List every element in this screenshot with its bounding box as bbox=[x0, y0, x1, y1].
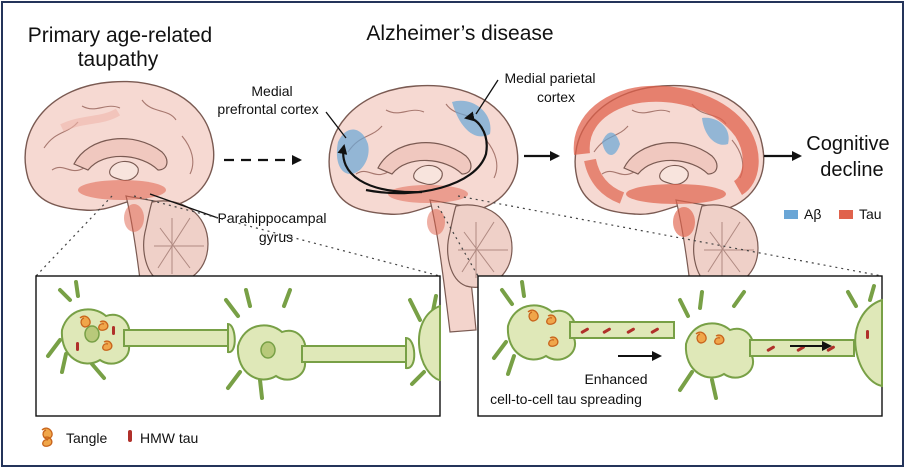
tau-region bbox=[388, 185, 468, 203]
cognitive-decline-line2: decline bbox=[820, 159, 883, 181]
legend-hmw-tau: HMW tau bbox=[140, 430, 198, 446]
label-spreading-line2: cell-to-cell tau spreading bbox=[490, 391, 642, 407]
zoom-line-left-a bbox=[35, 195, 113, 277]
label-parahippocampal-line1: Parahippocampal bbox=[218, 210, 327, 226]
abeta-region-prefrontal bbox=[602, 132, 620, 155]
tau-region bbox=[78, 180, 166, 200]
hmw-tau-legend-icon bbox=[128, 430, 132, 442]
label-spreading-line1: Enhanced bbox=[584, 371, 647, 387]
label-medial-prefrontal-line1: Medial bbox=[251, 83, 292, 99]
brain-part bbox=[24, 80, 215, 329]
spread-arrow-parietal bbox=[365, 111, 488, 195]
label-medial-parietal-line1: Medial parietal bbox=[504, 70, 595, 86]
cognitive-decline-line1: Cognitive bbox=[806, 133, 889, 155]
neuron-with-tangle bbox=[46, 280, 236, 380]
middle-title: Alzheimer’s disease bbox=[366, 22, 553, 45]
tau-region-cortex bbox=[573, 85, 759, 195]
label-parahippocampal-line2: gyrus bbox=[259, 229, 293, 245]
leader-line-parahippocampal bbox=[149, 193, 219, 219]
axon bbox=[123, 329, 229, 347]
tau-swatch bbox=[839, 210, 853, 219]
abeta-swatch bbox=[784, 210, 798, 219]
spread-arrow-prefrontal bbox=[337, 144, 423, 194]
left-title-line1: Primary age-related bbox=[28, 24, 212, 47]
tangle bbox=[79, 315, 113, 351]
tau-region-hippocampus bbox=[124, 204, 144, 232]
legend-tangle: Tangle bbox=[66, 430, 107, 446]
label-medial-parietal-line2: cortex bbox=[537, 89, 575, 105]
neuron-spreading-source bbox=[492, 280, 675, 376]
leader-line-parietal bbox=[475, 79, 499, 115]
tangle-legend-icon bbox=[41, 427, 53, 447]
brain-ad bbox=[328, 84, 519, 333]
axon bbox=[301, 345, 407, 363]
legend-abeta: Aβ bbox=[804, 206, 821, 222]
legend-tau: Tau bbox=[859, 206, 882, 222]
neuron-partial bbox=[408, 294, 441, 386]
abeta-region-parietal bbox=[702, 117, 729, 145]
left-title-line2: taupathy bbox=[78, 48, 159, 71]
neuron-healthy bbox=[224, 288, 416, 400]
neuron-partial-right bbox=[846, 284, 883, 388]
brain-decline bbox=[573, 84, 765, 333]
zoom-line-right-a bbox=[437, 205, 479, 277]
hmw-tau bbox=[76, 342, 79, 351]
label-medial-prefrontal-line2: prefrontal cortex bbox=[217, 101, 318, 117]
leader-line-prefrontal bbox=[325, 111, 347, 139]
